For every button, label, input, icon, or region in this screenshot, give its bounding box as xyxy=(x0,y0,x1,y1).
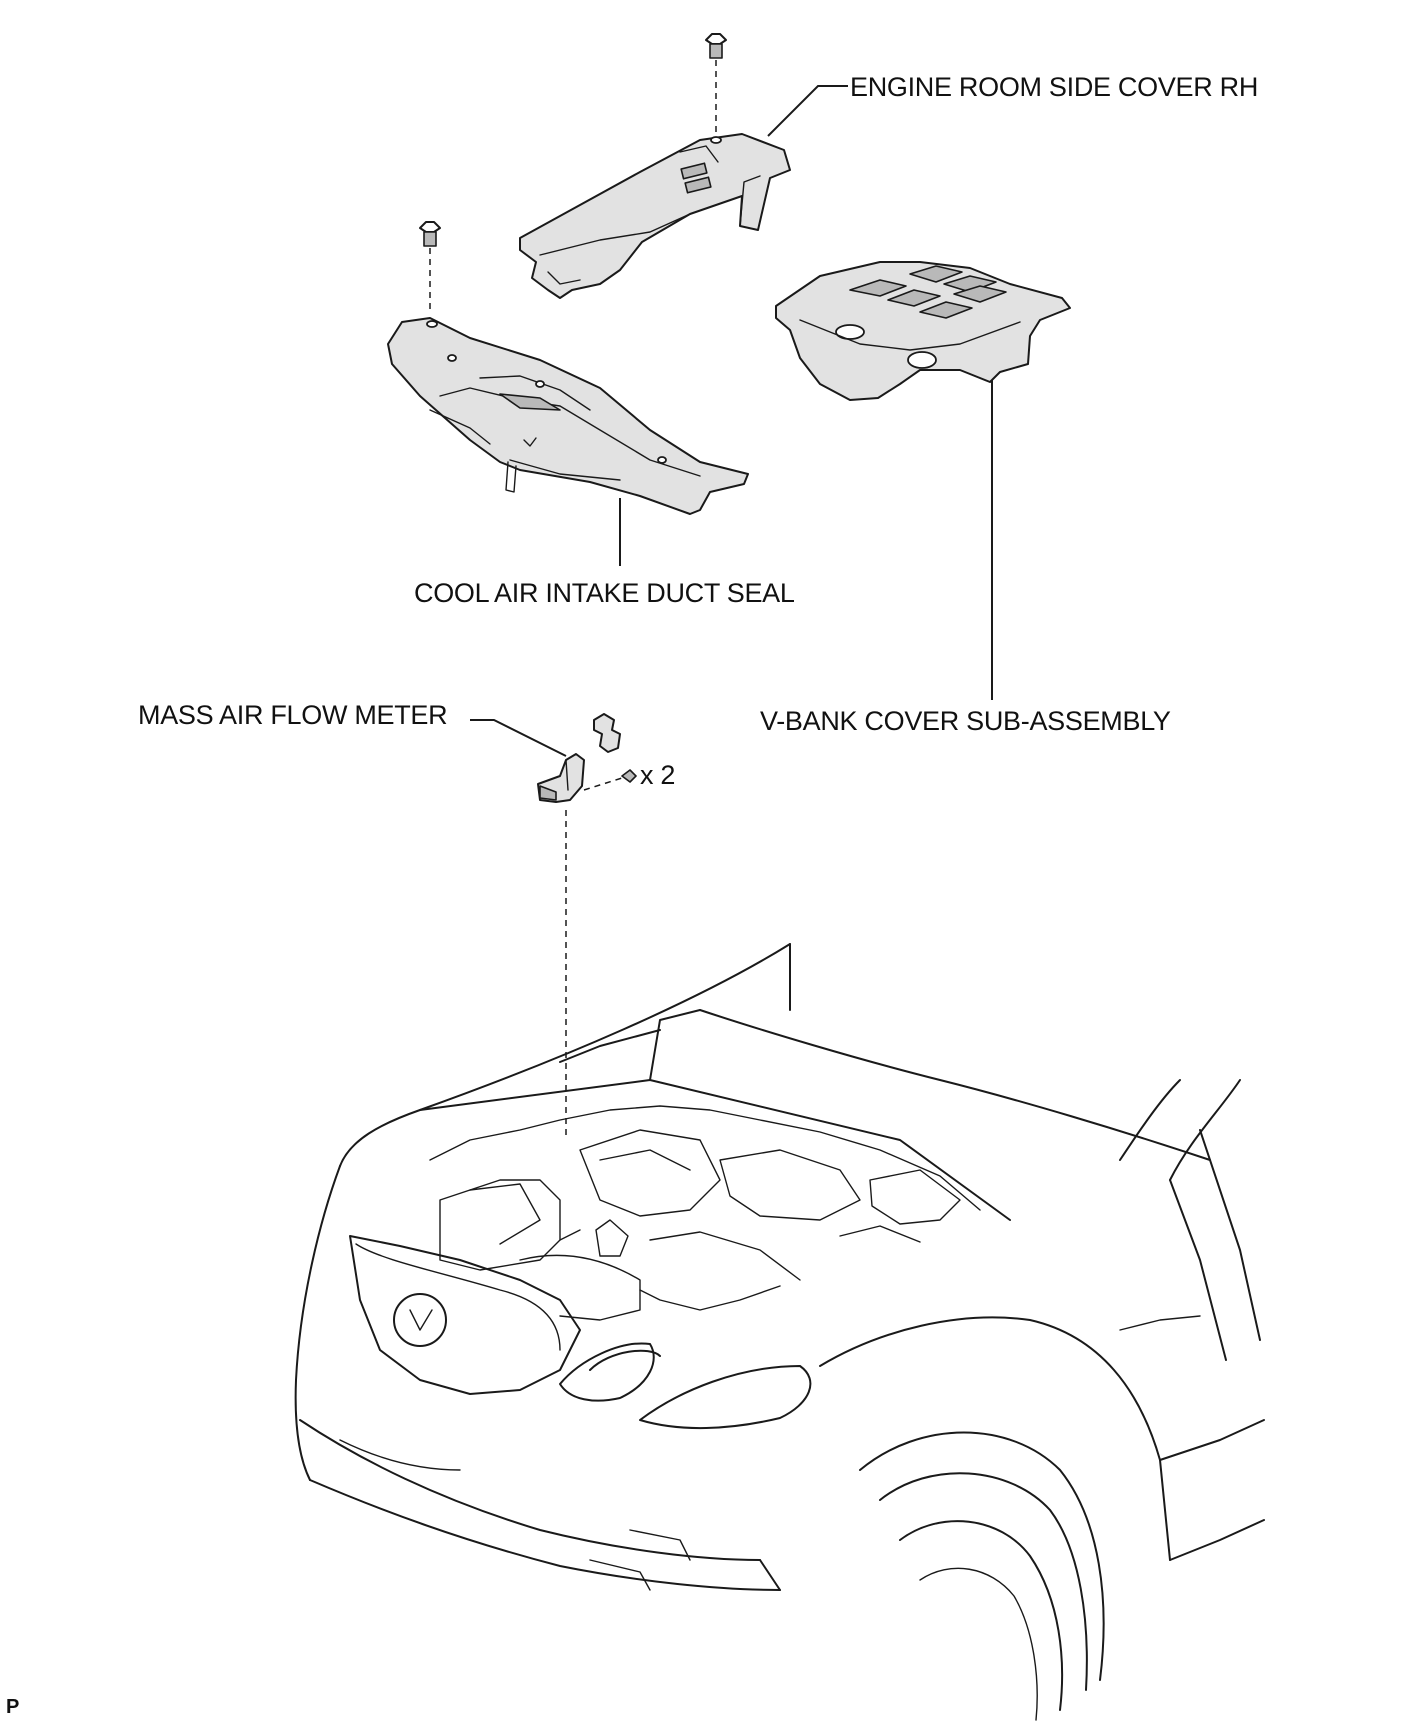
side-cover-leader xyxy=(767,85,848,137)
engine-room-side-cover-rh xyxy=(519,133,791,299)
v-bank-cover-sub-assembly-label: V-BANK COVER SUB-ASSEMBLY xyxy=(760,706,1171,736)
mass-air-flow-meter-label: MASS AIR FLOW METER xyxy=(138,700,448,730)
corner-mark: P xyxy=(6,1696,20,1718)
v-bank-cover-sub-assembly xyxy=(775,261,1071,401)
cool-air-intake-duct-seal-label: COOL AIR INTAKE DUCT SEAL xyxy=(414,578,795,608)
car-front-illustration xyxy=(294,943,1265,1721)
cool-air-intake-duct-seal xyxy=(387,317,749,515)
side-cover-clip xyxy=(705,33,727,138)
mass-air-flow-meter-leader xyxy=(470,719,567,757)
engine-room-side-cover-rh-label: ENGINE ROOM SIDE COVER RH xyxy=(850,72,1259,102)
duct-seal-clip xyxy=(419,221,441,310)
mass-air-flow-meter xyxy=(537,713,637,1140)
screw-count-label: x 2 xyxy=(640,760,676,790)
